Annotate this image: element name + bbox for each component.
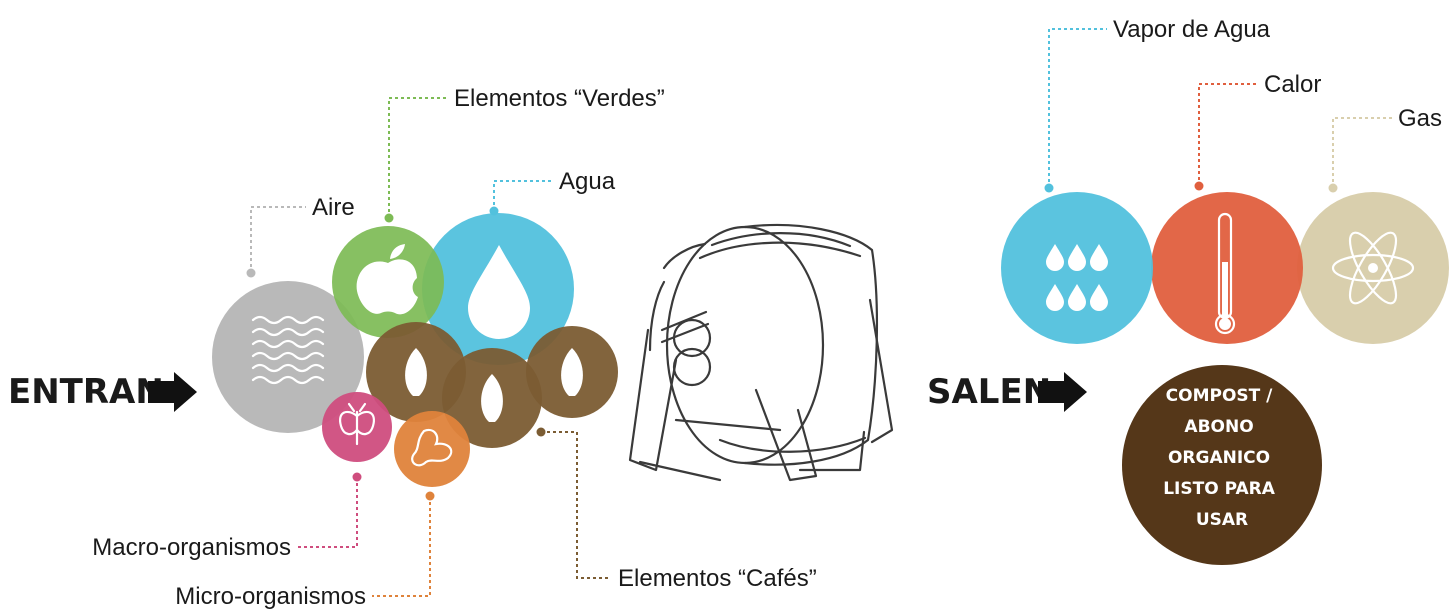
leaf-icon: [405, 348, 427, 396]
inputs-cluster: [212, 213, 618, 487]
entran-arrow-icon: [148, 372, 197, 412]
aire-leader: [250, 206, 306, 273]
verdes-leader: [388, 97, 448, 218]
calor-label: Calor: [1264, 71, 1321, 98]
micro-leader: [372, 496, 431, 597]
cafes-label: Elementos “Cafés”: [618, 565, 817, 592]
vapor-label: Vapor de Agua: [1113, 16, 1271, 43]
water-drop-icon: [1090, 244, 1108, 271]
water-drop-icon: [1068, 244, 1086, 271]
agua-label: Agua: [559, 168, 616, 195]
calor-dot: [1194, 181, 1204, 191]
water-drop-icon: [1090, 284, 1108, 311]
moth-icon: [339, 402, 375, 446]
apple-icon: [356, 244, 418, 315]
agua-leader: [493, 180, 553, 211]
gas-leader: [1332, 117, 1392, 188]
compost-tumbler-drawing: [628, 223, 894, 482]
compost-line: COMPOST /: [1166, 386, 1274, 406]
leader-lines: [246, 28, 1392, 597]
cafes-leader: [541, 431, 610, 579]
salen-heading: SALEN: [927, 372, 1051, 412]
compost-line: ORGANICO: [1168, 448, 1270, 468]
leaf-icon: [561, 348, 583, 396]
waves-icon: [251, 315, 325, 385]
agua-dot: [489, 206, 499, 216]
verdes-dot: [384, 213, 394, 223]
macro-leader: [297, 477, 358, 548]
macro-label: Macro-organismos: [92, 534, 291, 561]
micro-circle: [394, 411, 470, 487]
water-drops-icon: [1046, 244, 1108, 311]
compost-line: LISTO PARA: [1163, 479, 1276, 499]
atom-icon: [1331, 231, 1415, 305]
water-drop-icon: [1046, 284, 1064, 311]
verdes-label: Elementos “Verdes”: [454, 85, 665, 112]
vapor-leader: [1048, 28, 1107, 188]
cafes-circles: [366, 322, 618, 448]
calor-leader: [1198, 83, 1258, 186]
entran-heading: ENTRAN: [8, 372, 164, 412]
micro-dot: [425, 491, 435, 501]
leaf-icon: [481, 374, 503, 422]
salen-arrow-icon: [1038, 372, 1087, 412]
aire-circle: [212, 281, 364, 433]
water-drop-icon: [1068, 284, 1086, 311]
labels: Aire Elementos “Verdes” Agua Macro-organ…: [92, 16, 1442, 610]
compost-text: COMPOST / ABONO ORGANICO LISTO PARA USAR: [1163, 386, 1281, 530]
macro-dot: [352, 472, 362, 482]
cafes-dot: [536, 427, 546, 437]
water-drop-icon: [1046, 244, 1064, 271]
gas-label: Gas: [1398, 105, 1442, 132]
vapor-dot: [1044, 183, 1054, 193]
aire-label: Aire: [312, 194, 355, 221]
water-drop-icon: [468, 245, 530, 339]
outputs-cluster: COMPOST / ABONO ORGANICO LISTO PARA USAR: [1001, 192, 1449, 565]
compost-line: USAR: [1196, 510, 1248, 530]
micro-label: Micro-organismos: [175, 583, 366, 610]
gas-dot: [1328, 183, 1338, 193]
aire-dot: [246, 268, 256, 278]
microbe-icon: [411, 428, 453, 467]
compost-circle: [1122, 365, 1322, 565]
compost-line: ABONO: [1184, 417, 1253, 437]
thermometer-icon: [1214, 212, 1236, 335]
